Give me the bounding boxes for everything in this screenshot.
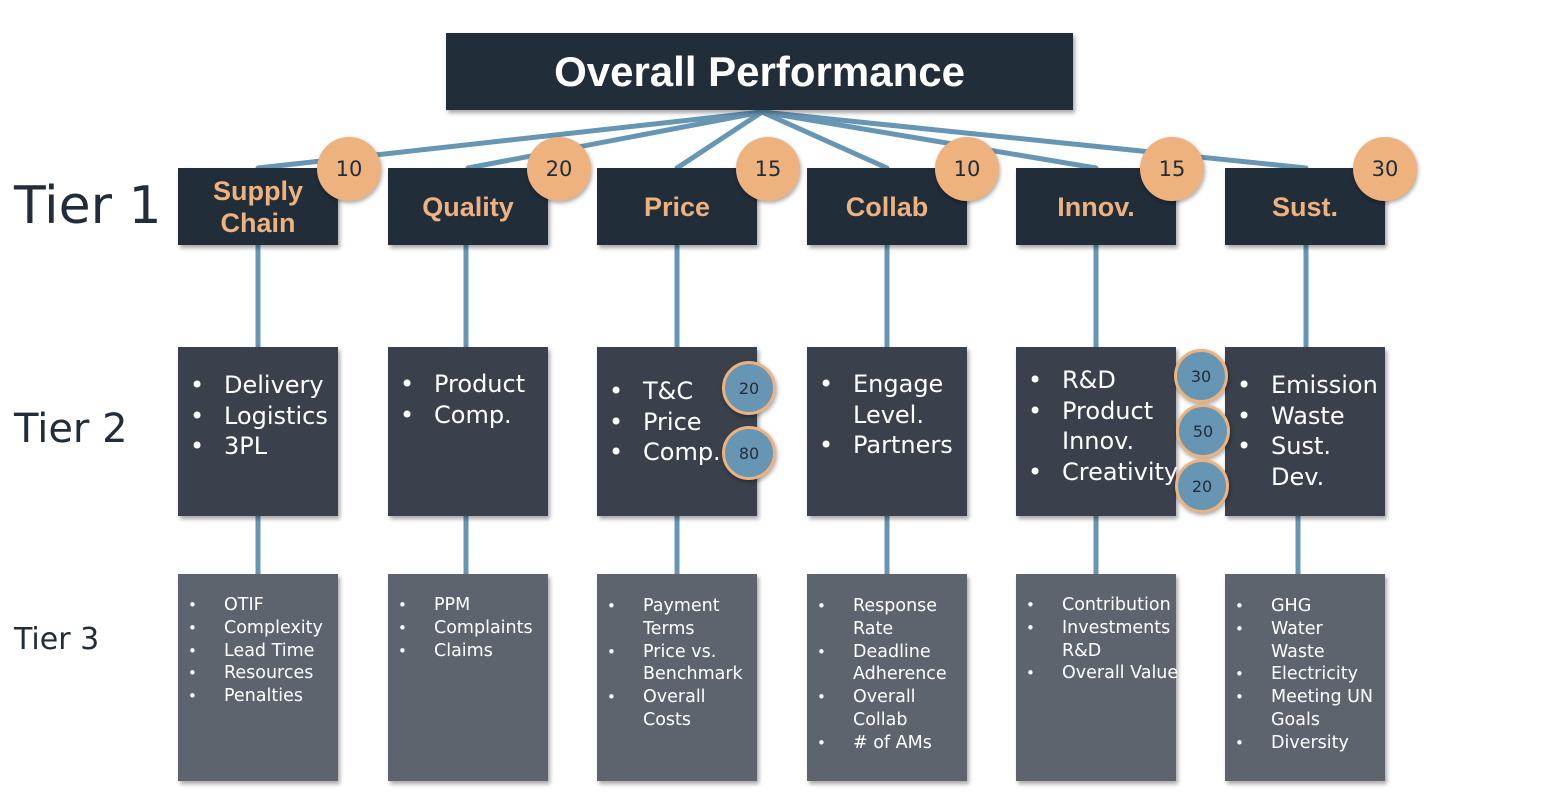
list-item: T&C — [597, 376, 757, 407]
list-item: Payment — [597, 595, 757, 618]
list-item: Diversity — [1225, 732, 1385, 755]
tier1-label-supply-chain: Supply Chain — [212, 175, 303, 238]
list-item: Overall — [807, 686, 967, 709]
weight-badge-innov: 15 — [1140, 137, 1204, 201]
list-item: Product — [388, 369, 548, 400]
overall-performance-box: Overall Performance — [446, 33, 1073, 110]
list-item: Partners — [807, 430, 967, 461]
tier3-box-price: Payment Terms Price vs. Benchmark Overal… — [597, 574, 757, 781]
tier3-box-innov: Contribution Investments R&D Overall Val… — [1016, 574, 1178, 781]
tier2-box-quality: Product Comp. — [388, 347, 548, 516]
list-item-continuation: Level. — [853, 400, 924, 429]
list-item: Deadline — [807, 641, 967, 664]
tier1-label-collab: Collab — [845, 191, 929, 222]
tier1-box-price: Price — [597, 168, 757, 245]
list-item: Emission — [1225, 370, 1385, 401]
list-item-continuation: Comp. — [643, 438, 721, 466]
overall-performance-title: Overall Performance — [554, 47, 965, 95]
list-item-continuation: Goals — [1271, 709, 1320, 730]
tier3-box-supply-chain: OTIF Complexity Lead Time Resources Pena… — [178, 574, 338, 781]
list-item: OTIF — [178, 594, 338, 617]
list-item: Delivery — [178, 370, 338, 401]
subweight-badge-innov-rd: 30 — [1174, 349, 1228, 403]
tier-2-label: Tier 2 — [14, 406, 128, 452]
tier1-label-quality: Quality — [422, 191, 514, 222]
list-item: Creativity — [1016, 457, 1178, 488]
list-item-continuation: Dev. — [1271, 462, 1325, 491]
list-item-continuation: Rate — [853, 618, 894, 639]
tier2-box-sust: Emission Waste Sust. Dev. — [1225, 347, 1385, 516]
list-item: Claims — [388, 640, 548, 663]
list-item: Waste — [1225, 401, 1385, 432]
weight-badge-price: 15 — [736, 137, 800, 201]
subweight-badge-price-comp: 80 — [722, 426, 776, 480]
list-item: Penalties — [178, 685, 338, 708]
tier2-box-collab: Engage Level. Partners — [807, 347, 967, 516]
tier1-label-sust: Sust. — [1271, 191, 1338, 222]
list-item-continuation: Collab — [853, 709, 908, 730]
list-item: Comp. — [388, 400, 548, 431]
tier1-box-supply-chain: Supply Chain — [178, 168, 338, 245]
connector-top-quality — [465, 109, 765, 171]
list-item-continuation: Adherence — [853, 664, 947, 685]
tier3-box-sust: GHG Water Waste Electricity Meeting UN G… — [1225, 574, 1385, 781]
list-item: Response — [807, 595, 967, 618]
list-item: Price — [597, 407, 757, 438]
weight-badge-collab: 10 — [935, 137, 999, 201]
tier3-box-collab: Response Rate Deadline Adherence Overall… — [807, 574, 967, 781]
list-item: Engage — [807, 369, 967, 400]
tier2-box-supply-chain: Delivery Logistics 3PL — [178, 347, 338, 516]
tier-1-label: Tier 1 — [14, 176, 162, 236]
tier1-box-quality: Quality — [388, 168, 548, 245]
list-item: Comp. — [597, 437, 757, 468]
list-item: # of AMs — [807, 732, 967, 755]
list-item: Overall Value — [1016, 662, 1178, 685]
list-item: Price vs. — [597, 641, 757, 664]
list-item: Product — [1016, 396, 1176, 427]
list-item: Water — [1225, 618, 1385, 641]
tier1-label-price: Price — [643, 191, 711, 222]
list-item: Meeting UN — [1225, 686, 1385, 709]
list-item: Sust. — [1225, 431, 1385, 462]
tier2-box-innov: R&D Product Innov. Creativity — [1016, 347, 1178, 516]
tier-3-label: Tier 3 — [14, 622, 100, 657]
list-item: Logistics — [178, 401, 338, 432]
tier1-label-innov: Innov. — [1057, 191, 1135, 222]
list-item: Overall — [597, 686, 757, 709]
list-item: R&D — [1016, 365, 1176, 396]
list-item-continuation: Benchmark — [643, 664, 743, 685]
list-item-continuation: Innov. — [1062, 427, 1135, 455]
connector-top-sust — [759, 109, 1309, 171]
list-item: Resources — [178, 662, 338, 685]
weight-badge-quality: 20 — [527, 137, 591, 201]
list-item: 3PL — [178, 431, 338, 462]
list-item: Electricity — [1225, 663, 1385, 686]
subweight-badge-price-tc: 20 — [722, 361, 776, 415]
list-item: Contribution — [1016, 594, 1176, 617]
connector-top-collab — [759, 109, 890, 171]
list-item: Complaints — [388, 617, 548, 640]
list-item: GHG — [1225, 595, 1385, 618]
list-item-continuation: Costs — [643, 709, 692, 730]
subweight-badge-innov-creativity: 20 — [1175, 459, 1229, 513]
list-item: Investments — [1016, 617, 1176, 640]
list-item: PPM — [388, 594, 548, 617]
weight-badge-supply-chain: 10 — [317, 137, 381, 201]
list-item: Complexity — [178, 617, 338, 640]
list-item: Lead Time — [178, 640, 338, 663]
subweight-badge-innov-product: 50 — [1176, 404, 1230, 458]
tier3-box-quality: PPM Complaints Claims — [388, 574, 548, 781]
list-item-continuation: Waste — [1271, 641, 1325, 662]
weight-badge-sust: 30 — [1353, 137, 1417, 201]
connector-top-innov — [759, 109, 1099, 171]
connector-top-price — [674, 109, 765, 171]
list-item-continuation: R&D — [1062, 640, 1102, 661]
list-item-continuation: Terms — [643, 618, 695, 639]
